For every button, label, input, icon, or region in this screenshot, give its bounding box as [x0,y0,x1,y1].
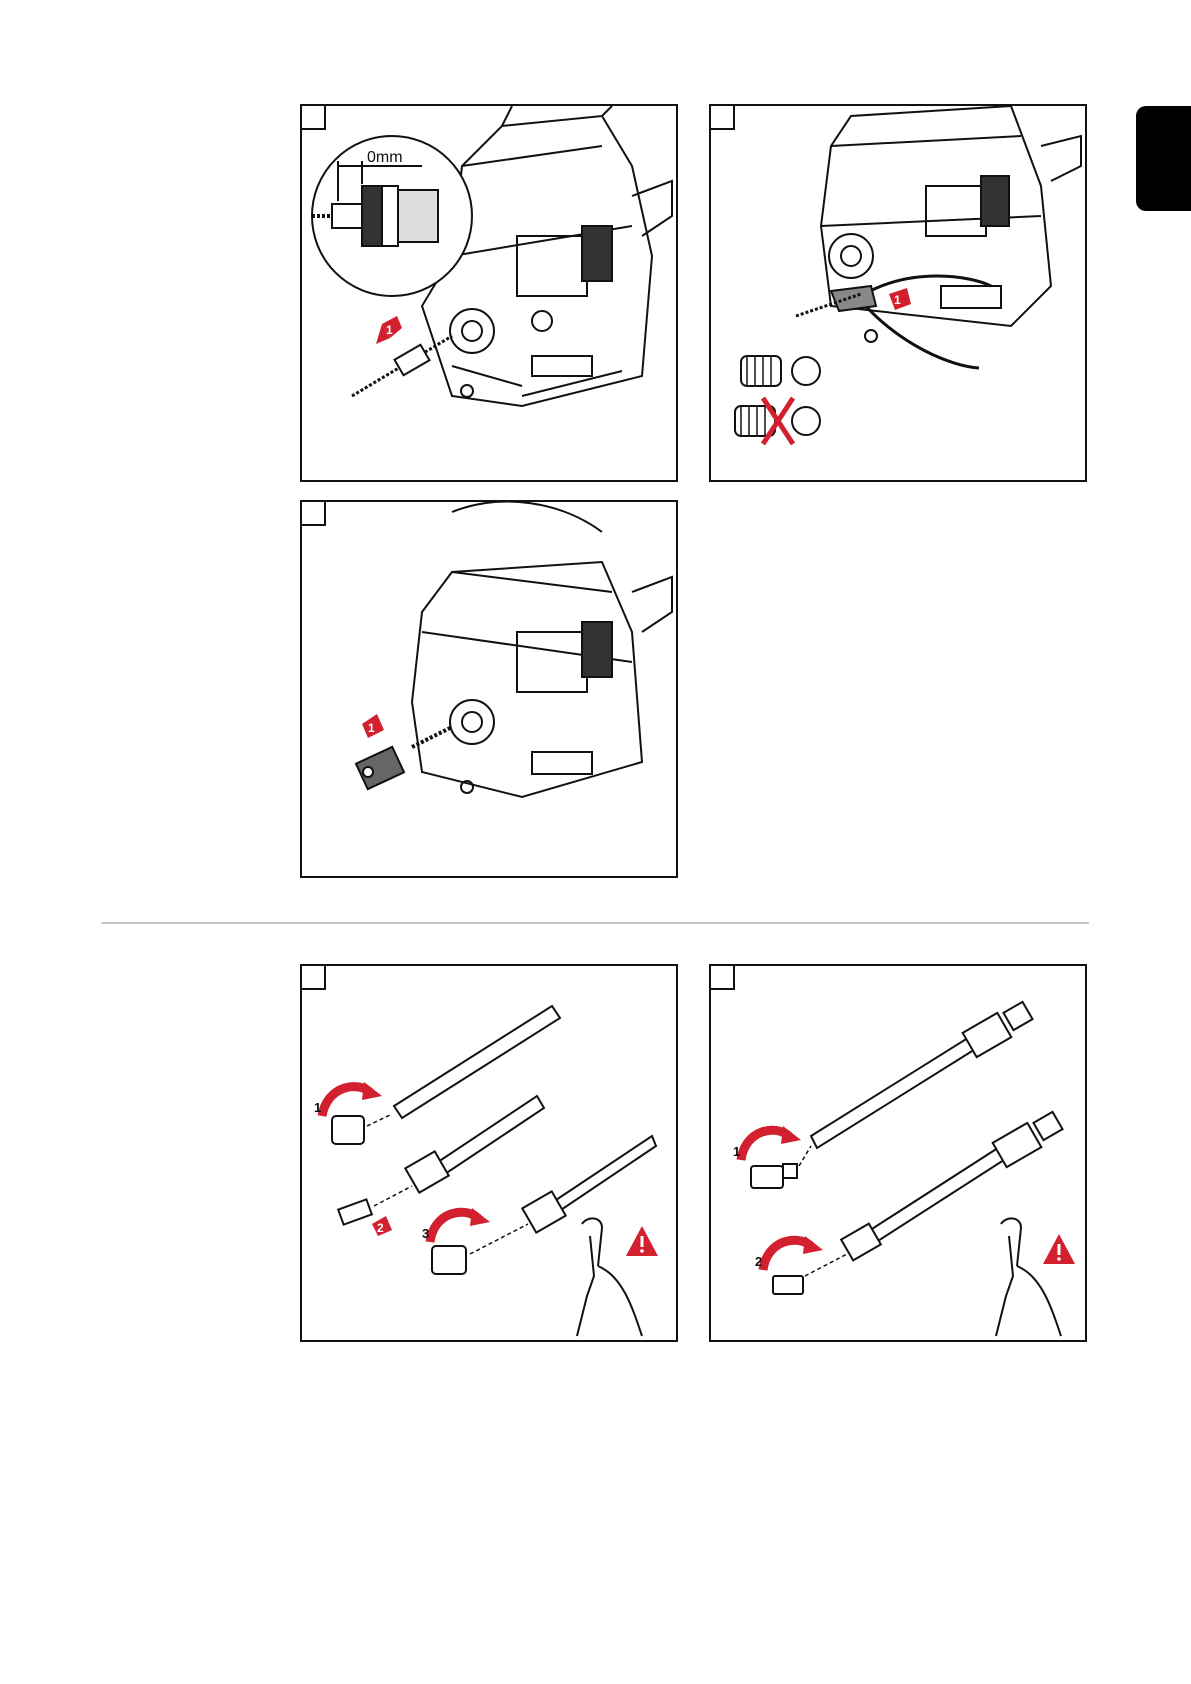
step-number-box [711,106,735,130]
step-number-box [302,502,326,526]
warning-triangle-icon [626,1226,658,1256]
svg-text:2: 2 [377,1221,384,1235]
direction-arrow-icon: 2 [372,1216,392,1236]
illustration-liner-fittings-5: 1 2 [711,966,1085,1340]
wrench-hand-icon [996,1218,1061,1336]
direction-arrow-icon: 1 [376,316,402,344]
svg-text:1: 1 [314,1100,321,1115]
illustration-feeder-install-liner: 0mm 1 [302,106,676,480]
illustration-remove-nut: 1 [302,502,676,876]
language-tab [1136,106,1191,211]
direction-arrow-icon: 1 [889,288,911,310]
warning-triangle-icon [1043,1234,1075,1264]
step-number-box [302,966,326,990]
rotate-arrow-icon: 1 [733,1126,801,1160]
illustration-cut-liner-pliers: 1 [711,106,1085,480]
svg-text:1: 1 [894,293,901,307]
rotate-arrow-icon: 1 [314,1082,382,1116]
svg-text:1: 1 [368,721,375,735]
svg-text:1: 1 [386,323,393,337]
section-divider [101,922,1089,924]
step-panel-5: 1 2 [709,964,1087,1342]
svg-text:3: 3 [422,1226,429,1241]
rotate-arrow-icon: 3 [422,1208,490,1242]
step-panel-3: 1 [300,500,678,878]
wrench-hand-icon [577,1218,642,1336]
step-panel-4: 1 2 3 [300,964,678,1342]
step-panel-2: 1 [709,104,1087,482]
svg-text:1: 1 [733,1144,740,1159]
svg-text:2: 2 [755,1254,762,1269]
direction-arrow-icon: 1 [362,714,384,738]
illustration-liner-fittings-4: 1 2 3 [302,966,676,1340]
dimension-label: 0mm [367,149,403,166]
rotate-arrow-icon: 2 [755,1236,823,1270]
step-number-box [302,106,326,130]
step-number-box [711,966,735,990]
step-panel-1: 0mm 1 [300,104,678,482]
